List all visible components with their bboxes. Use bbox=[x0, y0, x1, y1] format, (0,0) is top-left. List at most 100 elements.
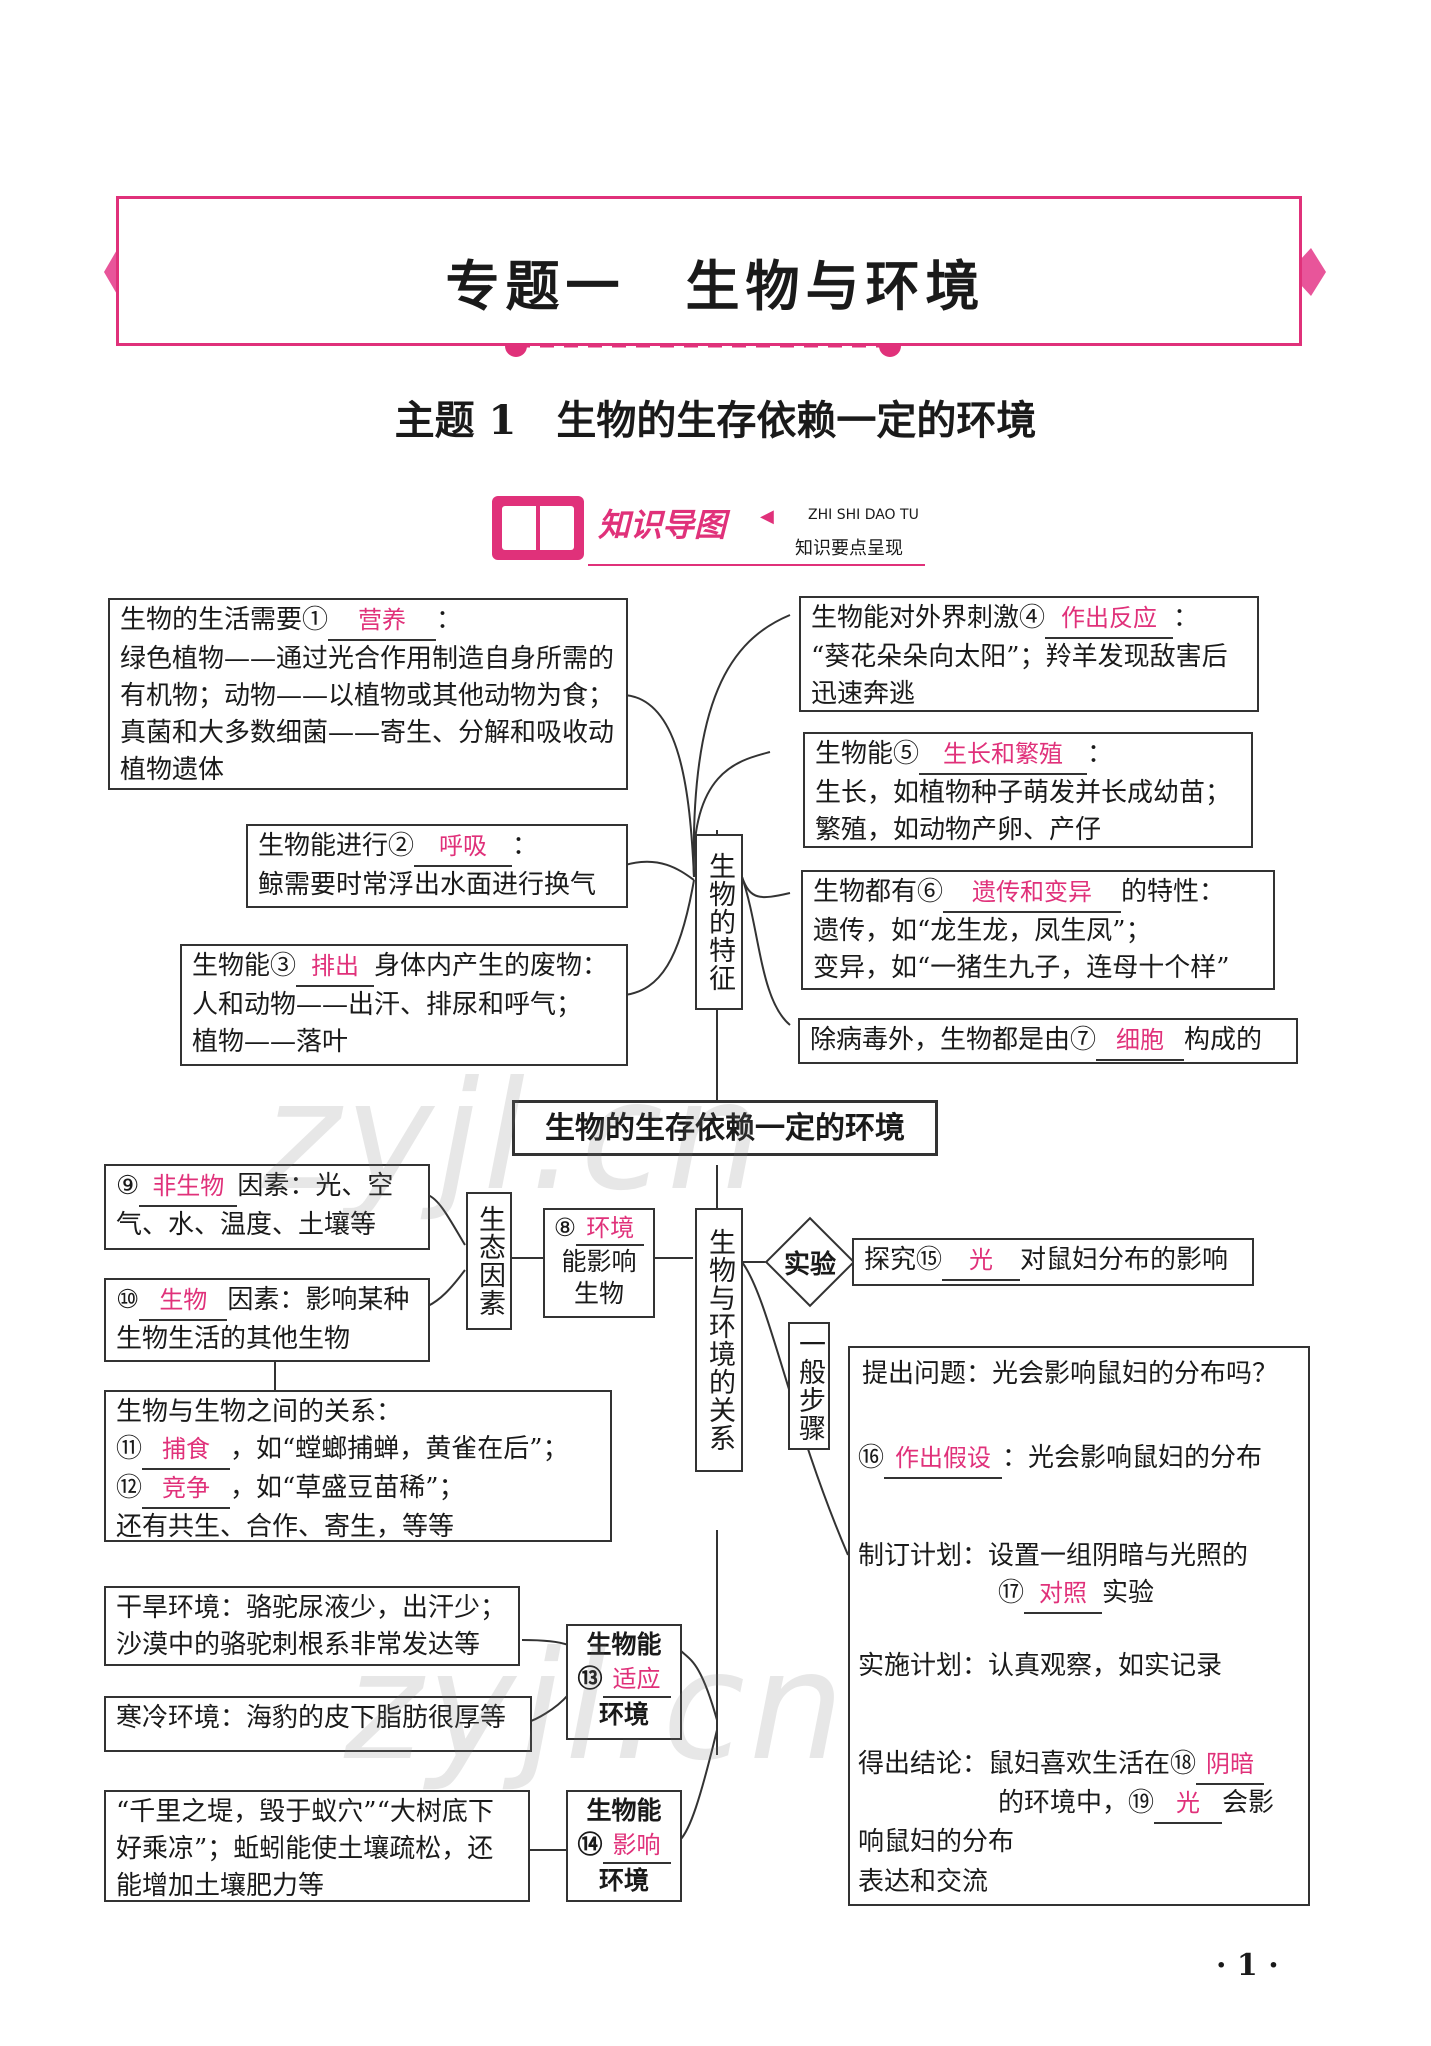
answer-17: 对照 bbox=[1024, 1575, 1103, 1614]
answer-18: 阴暗 bbox=[1196, 1746, 1265, 1785]
step-num: ⑯ bbox=[858, 1443, 885, 1473]
step-text: 制订计划：设置一组阴暗与光照的 bbox=[858, 1541, 1249, 1571]
step-text: 实验 bbox=[1102, 1578, 1155, 1608]
dry-env-box: 干旱环境：骆驼尿液少，出汗少；沙漠中的骆驼刺根系非常发达等 bbox=[104, 1586, 520, 1666]
feature-body: 人和动物——出汗、排尿和呼气； bbox=[192, 990, 583, 1020]
relations-title: 生物与生物之间的关系： bbox=[116, 1397, 403, 1427]
feature-body: 生长，如植物种子萌发并长成幼苗； bbox=[815, 778, 1232, 808]
relation-text: 还有共生、合作、寄生，等等 bbox=[116, 1512, 455, 1542]
factor-num: ⑪ bbox=[116, 1434, 143, 1464]
feature-body: “葵花朵朵向太阳”；羚羊发现敌害后迅速奔逃 bbox=[811, 642, 1228, 709]
feature-text: ： bbox=[1173, 603, 1200, 633]
answer-14: 影响 bbox=[602, 1828, 671, 1864]
answer-13: 适应 bbox=[602, 1662, 671, 1698]
step-text: 会影响鼠妇的分布 bbox=[858, 1788, 1275, 1857]
step-text: 的环境中，⑲ bbox=[998, 1788, 1155, 1818]
answer-15: 光 bbox=[942, 1242, 1021, 1281]
step-text: 得出结论：鼠妇喜欢生活在⑱ bbox=[858, 1749, 1197, 1779]
node-text: 能影响 bbox=[561, 1247, 637, 1276]
answer-10: 生物 bbox=[139, 1282, 228, 1321]
answer-9: 非生物 bbox=[139, 1168, 238, 1207]
factor-num: ⑭ bbox=[577, 1830, 603, 1859]
experiment-label: 实验 bbox=[783, 1250, 836, 1280]
feature-text: 生物都有⑥ bbox=[813, 877, 944, 907]
feature-body: 鲸需要时常浮出水面进行换气 bbox=[258, 870, 597, 900]
answer-12: 竞争 bbox=[142, 1470, 231, 1509]
relation-text: ，如“草盛豆苗稀”； bbox=[230, 1473, 465, 1503]
factor-num: ⑫ bbox=[116, 1473, 143, 1503]
explore-text: 对鼠妇分布的影响 bbox=[1020, 1245, 1229, 1275]
cold-env-box: 寒冷环境：海豹的皮下脂肪很厚等 bbox=[104, 1696, 532, 1752]
answer-7: 细胞 bbox=[1096, 1022, 1185, 1061]
factor-num: ⑩ bbox=[116, 1285, 140, 1315]
arrow-left-icon: ◀ bbox=[760, 506, 774, 527]
feature-body: 植物——落叶 bbox=[192, 1027, 349, 1057]
relations-node: 生物与环境的关系 bbox=[695, 1208, 743, 1472]
feature-text: 生物能对外界刺激④ bbox=[811, 603, 1046, 633]
feature-text: 生物能⑤ bbox=[815, 739, 920, 769]
factor-text: 因素：影响某种生物生活的其他生物 bbox=[116, 1285, 410, 1354]
feature-text: 身体内产生的废物： bbox=[374, 951, 609, 981]
answer-3: 排出 bbox=[296, 948, 375, 987]
node-text: 环境 bbox=[598, 1700, 649, 1729]
feature-body: 繁殖，如动物产卵、产仔 bbox=[815, 815, 1102, 845]
banner-title: 知识导图 bbox=[598, 506, 727, 544]
watermark: zyjl.cn bbox=[344, 1620, 849, 1794]
node-text: 环境 bbox=[598, 1866, 649, 1895]
step-communicate: 表达和交流 bbox=[858, 1867, 989, 1897]
answer-1: 营养 bbox=[328, 602, 437, 641]
step-implement: 实施计划：认真观察，如实记录 bbox=[858, 1651, 1223, 1681]
step-question: 提出问题：光会影响鼠妇的分布吗？ bbox=[862, 1359, 1279, 1389]
feature-body: 遗传，如“龙生龙，凤生凤”； bbox=[813, 916, 1152, 946]
feature-body: 绿色植物——通过光合作用制造自身所需的有机物；动物——以植物或其他动物为食；真菌… bbox=[120, 644, 615, 785]
answer-4: 作出反应 bbox=[1045, 600, 1174, 639]
main-node: 生物的生存依赖一定的环境 bbox=[512, 1100, 938, 1156]
node-text: 生物 bbox=[573, 1279, 624, 1308]
topic-title: 主题 1 生物的生存依赖一定的环境 bbox=[394, 397, 1037, 444]
feature-body: 变异，如“一猪生九子，连母十个样” bbox=[813, 953, 1230, 983]
feature-text: 生物能进行② bbox=[258, 831, 415, 861]
banner-subtitle: 知识要点呈现 bbox=[795, 538, 903, 559]
answer-6: 遗传和变异 bbox=[943, 874, 1122, 913]
chapter-header-frame bbox=[116, 196, 1302, 346]
feature-text: ： bbox=[436, 605, 463, 635]
answer-16: 作出假设 bbox=[884, 1440, 1003, 1479]
factor-num: ⑨ bbox=[116, 1171, 140, 1201]
step-num: ⑰ bbox=[998, 1578, 1025, 1608]
answer-2: 呼吸 bbox=[414, 828, 513, 867]
proverb-box: “千里之堤，毁于蚁穴”“大树底下好乘凉”；蚯蚓能使土壤疏松，还能增加土壤肥力等 bbox=[104, 1790, 530, 1902]
feature-text: 除病毒外，生物都是由⑦ bbox=[810, 1025, 1097, 1055]
watermark: zyjl.cn bbox=[262, 1050, 767, 1224]
eco-factor-node: 生态因素 bbox=[466, 1192, 512, 1330]
feature-text: 生物的生活需要① bbox=[120, 605, 329, 635]
feature-text: ： bbox=[1087, 739, 1114, 769]
answer-11: 捕食 bbox=[142, 1431, 231, 1470]
relation-text: ，如“螳螂捕蝉，黄雀在后”； bbox=[230, 1434, 569, 1464]
features-node: 生物的特征 bbox=[695, 834, 743, 1010]
factor-num: ⑧ bbox=[553, 1213, 577, 1242]
answer-19: 光 bbox=[1154, 1785, 1223, 1824]
feature-text: 生物能③ bbox=[192, 951, 297, 981]
node-text: 生物能 bbox=[586, 1630, 662, 1659]
feature-text: 构成的 bbox=[1184, 1025, 1263, 1055]
node-text: 生物能 bbox=[586, 1796, 662, 1825]
banner-pinyin: ZHI SHI DAO TU bbox=[808, 507, 919, 523]
answer-5: 生长和繁殖 bbox=[919, 736, 1088, 775]
general-steps-node: 一般步骤 bbox=[788, 1322, 830, 1450]
